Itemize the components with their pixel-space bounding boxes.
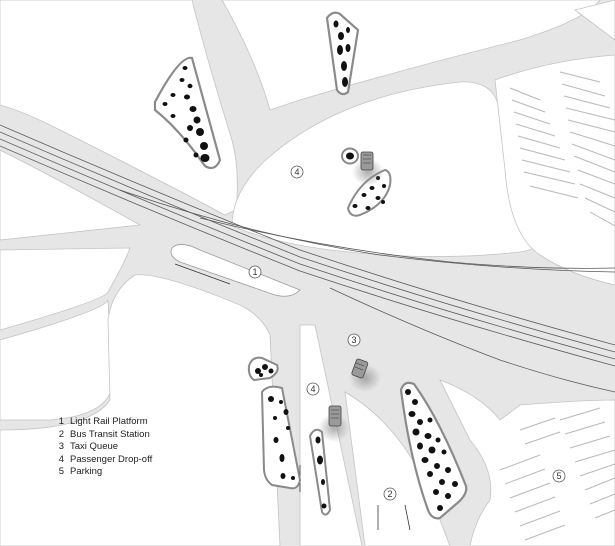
marker-light-rail-platform: 1: [248, 265, 262, 279]
marker-drop-off-north: 4: [290, 165, 304, 179]
legend-label: Parking: [70, 466, 103, 478]
trees: [405, 389, 458, 511]
curb-lines: [174, 263, 411, 531]
legend-item: 5 Parking: [58, 466, 152, 479]
legend-label: Light Rail Platform: [70, 416, 148, 427]
marker-taxi-queue: 3: [347, 333, 361, 347]
map-legend: 1 Light Rail Platform 2 Bus Transit Stat…: [58, 416, 153, 479]
svg-text:4: 4: [310, 384, 315, 394]
light-rail-platform: [170, 244, 301, 297]
legend-item: 4 Passenger Drop-off: [58, 453, 153, 467]
svg-text:4: 4: [294, 167, 299, 177]
trees: [268, 396, 295, 480]
legend-item: 3 Taxi Queue: [58, 441, 152, 454]
legend-item: 1 Light Rail Platform: [58, 416, 152, 429]
vehicle-dropoff: [318, 405, 350, 442]
trees: [315, 436, 327, 509]
legend-label: Bus Transit Station: [70, 428, 150, 440]
planter-small-west: [247, 356, 279, 382]
legend-label: Passenger Drop-off: [70, 453, 153, 465]
svg-text:3: 3: [351, 335, 356, 345]
legend-label: Taxi Queue: [70, 441, 119, 453]
planter-east: [399, 381, 468, 520]
trees: [162, 66, 210, 162]
legend-number: 5: [58, 466, 64, 478]
parking-stalls-north: [509, 71, 615, 227]
trees: [255, 364, 274, 377]
tree-circle: [341, 147, 359, 165]
svg-text:1: 1: [252, 267, 257, 277]
trees: [333, 20, 351, 87]
marker-drop-off-south: 4: [306, 382, 320, 396]
parking-stalls-south: [499, 407, 615, 541]
planter-northwest: [153, 56, 222, 170]
rail-tracks: [0, 124, 615, 393]
legend-number: 2: [58, 428, 64, 440]
planter-north: [325, 11, 360, 96]
planter-narrow: [308, 428, 332, 516]
vehicle-plaza: [352, 151, 384, 186]
marker-parking: 5: [552, 469, 566, 483]
planter-long-west: [260, 385, 302, 490]
legend-number: 1: [58, 416, 64, 427]
marker-bus-transit-station: 2: [383, 487, 397, 501]
vehicle-taxi: [349, 358, 381, 392]
legend-number: 4: [58, 453, 64, 465]
svg-text:2: 2: [387, 489, 392, 499]
legend-number: 3: [58, 441, 64, 453]
svg-text:5: 5: [556, 471, 561, 481]
legend-item: 2 Bus Transit Station: [58, 429, 152, 442]
